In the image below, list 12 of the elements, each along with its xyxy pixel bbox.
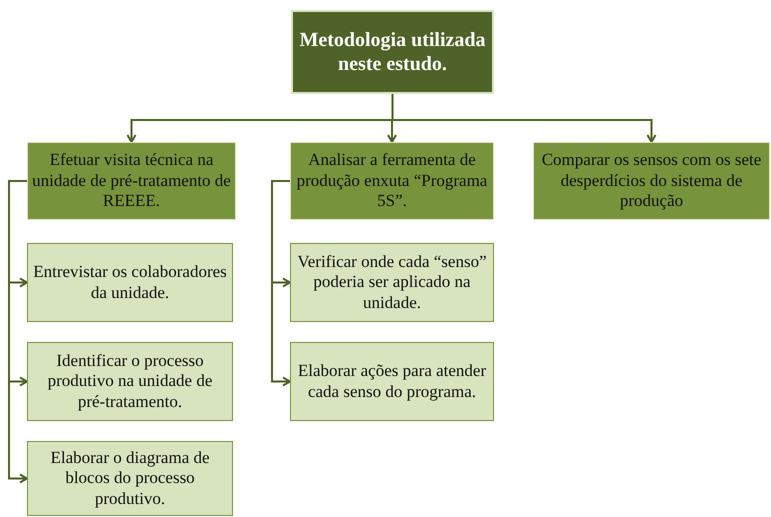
substep-box: Verificar onde cada “senso” poderia ser aplicado na unidade.: [290, 243, 494, 322]
step-box: Comparar os sensos com os sete desperdícios do sistema de produção: [533, 142, 770, 220]
substep-box: Identificar o processo produtivo na unidade de pré-tratamento.: [27, 342, 233, 421]
substep-box: Entrevistar os colaboradores da unidade.: [27, 243, 233, 322]
arrow: [271, 180, 291, 386]
arrow: [8, 180, 28, 484]
substep-box: Elaborar ações para atender cada senso do programa.: [290, 342, 494, 421]
step-box: Efetuar visita técnica na unidade de pré-tratamento de REEEE.: [27, 142, 236, 220]
step-box: Analisar a ferramenta de produção enxuta “Programa 5S”.: [290, 142, 494, 220]
substep-box: Elaborar o diagrama de blocos do processo produtivo.: [27, 441, 233, 516]
arrow: [392, 94, 656, 143]
title-box: Metodologia utilizada neste estudo.: [291, 10, 494, 94]
